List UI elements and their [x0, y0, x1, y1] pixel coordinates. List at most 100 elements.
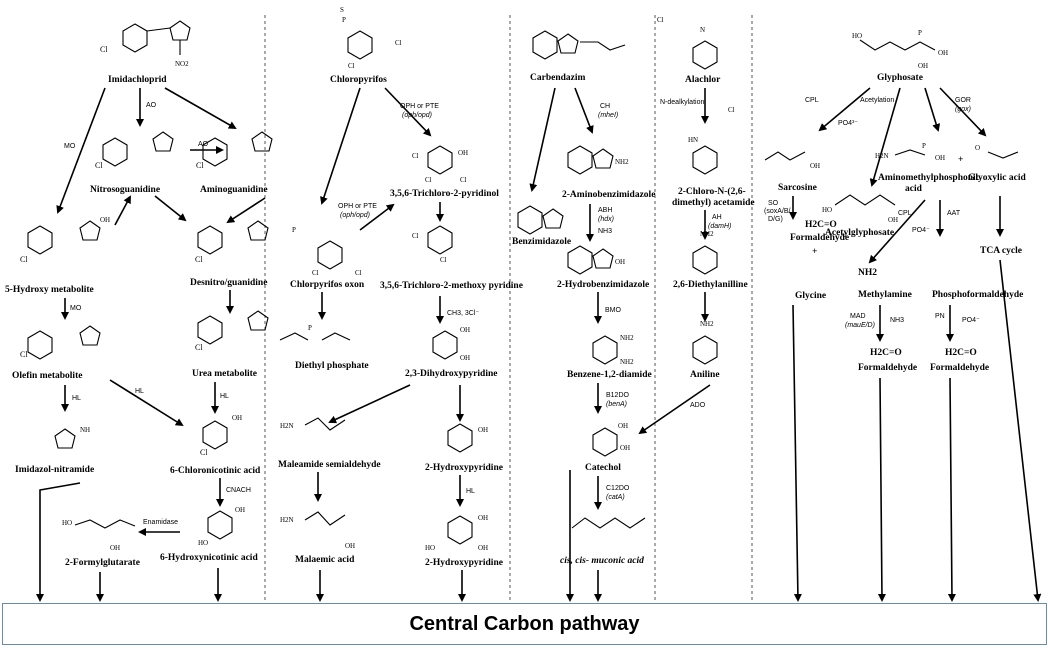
svg-text:(catA): (catA) [606, 494, 625, 501]
svg-text:HN: HN [688, 136, 698, 144]
svg-text:Cl: Cl [20, 350, 28, 359]
alachlor-structure: Cl N [657, 16, 718, 70]
svg-text:Cl: Cl [395, 39, 402, 47]
acetylglyphosate-structure: HO OH [822, 194, 898, 224]
hydroxynicotinic-label: 6-Hydroxynicotinic acid [160, 553, 258, 563]
catechol-label: Catechol [585, 463, 621, 473]
aminoguanidine-label: Aminoguanidine [200, 185, 268, 195]
svg-text:(oph/opd): (oph/opd) [340, 212, 370, 219]
trichloropyridinol-structure: Cl OH Cl Cl [412, 145, 468, 184]
svg-text:OH: OH [810, 162, 820, 170]
ampa-structure: H2N P OH [875, 142, 945, 162]
muconic-structure [571, 517, 646, 529]
nitrosoguanidine-label: Nitrosoguanidine [90, 185, 160, 195]
svg-text:OH: OH [235, 506, 245, 514]
svg-text:ADO: ADO [690, 402, 706, 409]
svg-text:OH: OH [110, 544, 120, 552]
svg-text:NH3: NH3 [890, 317, 904, 324]
svg-text:(oph/opd): (oph/opd) [402, 112, 432, 119]
formylglutarate-label: 2-Formylglutarate [65, 558, 140, 568]
svg-text:HO: HO [852, 32, 862, 40]
svg-text:OH: OH [478, 514, 488, 522]
svg-text:ABH: ABH [598, 207, 612, 214]
olefin-label: Olefin metabolite [12, 371, 82, 381]
svg-text:O: O [975, 144, 980, 152]
svg-text:Cl: Cl [355, 269, 362, 277]
aniline-label: Aniline [690, 370, 720, 380]
ampa-label-2: acid [905, 184, 923, 194]
svg-text:OH: OH [460, 354, 470, 362]
svg-text:Enamidase: Enamidase [143, 519, 178, 526]
svg-text:H2C=O: H2C=O [805, 220, 837, 230]
svg-text:OH: OH [888, 216, 898, 224]
svg-text:(damH): (damH) [708, 223, 731, 230]
sarcosine-structure: OH [764, 151, 820, 170]
svg-text:H2C=O: H2C=O [945, 348, 977, 358]
benzimidazole-structure [517, 205, 564, 235]
svg-text:MO: MO [70, 305, 82, 312]
svg-text:OH: OH [232, 414, 242, 422]
svg-text:(mauE/D): (mauE/D) [845, 322, 875, 329]
svg-text:AO: AO [146, 102, 157, 109]
svg-text:Cl: Cl [412, 232, 419, 240]
glyoxylic-structure: O [975, 144, 1019, 159]
svg-text:HO: HO [822, 206, 832, 214]
svg-text:H2N: H2N [280, 516, 294, 524]
svg-text:Cl: Cl [195, 343, 203, 352]
acetylglyphosate-label: Acetylglyphosate [825, 228, 894, 238]
svg-text:OH: OH [100, 216, 110, 224]
maleamic-label: Malaemic acid [295, 555, 355, 565]
svg-text:NH2: NH2 [620, 334, 634, 342]
svg-text:Cl: Cl [195, 255, 203, 264]
svg-text:+: + [812, 247, 817, 257]
svg-text:PO4⁻: PO4⁻ [912, 227, 930, 234]
svg-text:NH3: NH3 [598, 228, 612, 235]
svg-text:N: N [700, 26, 705, 34]
svg-text:MAD: MAD [850, 313, 866, 320]
sarcosine-label: Sarcosine [778, 183, 817, 193]
alachlor-label: Alachlor [685, 75, 721, 85]
svg-text:AAT: AAT [947, 210, 961, 217]
central-carbon-pathway-box: Central Carbon pathway [2, 603, 1047, 645]
imidazol-label: Imidazol-nitramide [15, 465, 94, 475]
carbendazim-structure [532, 30, 626, 60]
nitrosoguanidine-structure: Cl [95, 131, 174, 170]
formaldehyde-glycine-label: Formaldehyde [790, 233, 849, 243]
svg-text:D/G): D/G) [768, 216, 783, 223]
svg-text:HO: HO [198, 539, 208, 547]
diamide-label: Benzene-1,2-diamide [567, 370, 652, 380]
svg-text:Cl: Cl [425, 176, 432, 184]
svg-text:PO4³⁻: PO4³⁻ [838, 120, 858, 127]
svg-text:Cl: Cl [312, 269, 319, 277]
aniline-structure: NH2 [692, 320, 718, 365]
carbendazim-label: Carbendazim [530, 73, 586, 83]
svg-text:OH: OH [618, 422, 628, 430]
svg-text:OH: OH [460, 326, 470, 334]
olefin-structure: Cl [20, 325, 101, 360]
svg-text:HL: HL [72, 395, 81, 402]
svg-text:H2N: H2N [875, 152, 889, 160]
svg-text:OH: OH [615, 258, 625, 266]
imidazol-structure: NH [54, 426, 90, 449]
diamide-structure: NH2 NH2 [592, 334, 634, 366]
svg-text:BMO: BMO [605, 307, 622, 314]
svg-text:HL: HL [466, 488, 475, 495]
maleamide-label: Maleamide semialdehyde [278, 460, 381, 470]
central-carbon-pathway-label: Central Carbon pathway [409, 612, 640, 635]
desnitro-structure: Cl [195, 220, 269, 264]
svg-text:(soxA/B/: (soxA/B/ [764, 208, 791, 215]
hydrobenzimidazole-structure: OH [567, 245, 625, 275]
svg-text:OH: OH [620, 444, 630, 452]
muconic-label: cis, cis- muconic acid [560, 556, 644, 566]
formaldehyde-1-label: Formaldehyde [858, 363, 917, 373]
svg-text:NH2: NH2 [700, 320, 714, 328]
trichloropyridinol-label: 3,5,6-Trichloro-2-pyridinol [390, 189, 499, 199]
svg-text:Cl: Cl [200, 448, 208, 457]
chloronicotinic-structure: OH Cl [200, 414, 242, 457]
svg-text:HL: HL [135, 388, 144, 395]
chloropyrifos-label: Chloropyrifos [330, 75, 387, 85]
aminobenzimidazole-label: 2-Aminobenzimidazole [562, 190, 655, 200]
svg-text:Cl: Cl [196, 161, 204, 170]
maleamic-structure: H2N OH [280, 511, 355, 550]
